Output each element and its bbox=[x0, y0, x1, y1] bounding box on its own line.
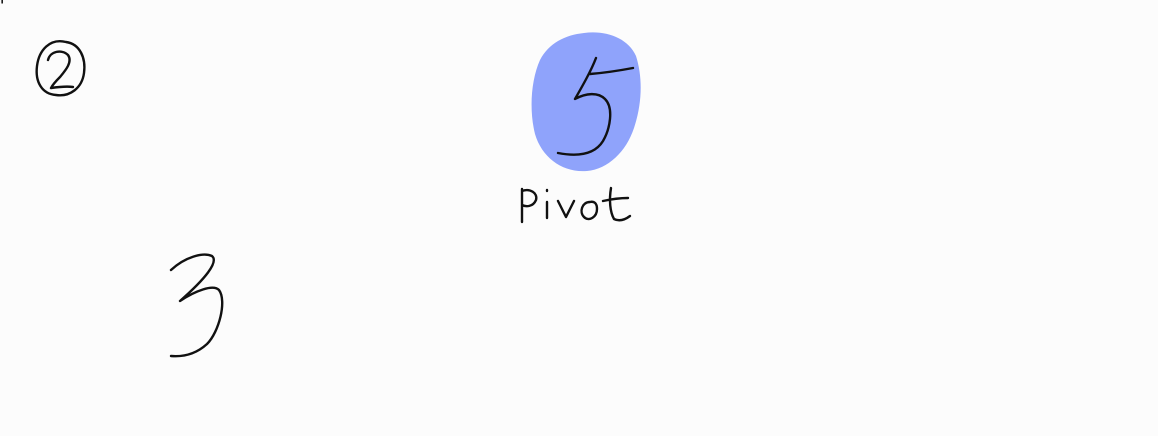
node-three: 3 bbox=[0, 0, 224, 358]
step-marker-digit bbox=[46, 50, 75, 90]
step-marker: 2 bbox=[0, 0, 86, 97]
pivot-label-letter-t bbox=[601, 186, 632, 222]
pivot-label-letter-v bbox=[556, 199, 576, 219]
pivot-highlight bbox=[531, 32, 641, 172]
node-three-text: 3 bbox=[0, 0, 10, 4]
digit-three-stroke bbox=[169, 253, 224, 358]
pivot-value-text: 5 bbox=[0, 0, 10, 4]
pivot-label: pivot bbox=[0, 0, 632, 224]
step-marker-circle bbox=[35, 40, 86, 97]
step-marker-text: 2 bbox=[0, 0, 10, 4]
pivot-label-letter-o bbox=[580, 200, 599, 221]
pivot-label-text: pivot bbox=[0, 0, 40, 4]
pivot-label-letter-p bbox=[520, 187, 538, 224]
pivot-node: 5 bbox=[0, 0, 641, 172]
pivot-digit-five bbox=[556, 56, 635, 156]
